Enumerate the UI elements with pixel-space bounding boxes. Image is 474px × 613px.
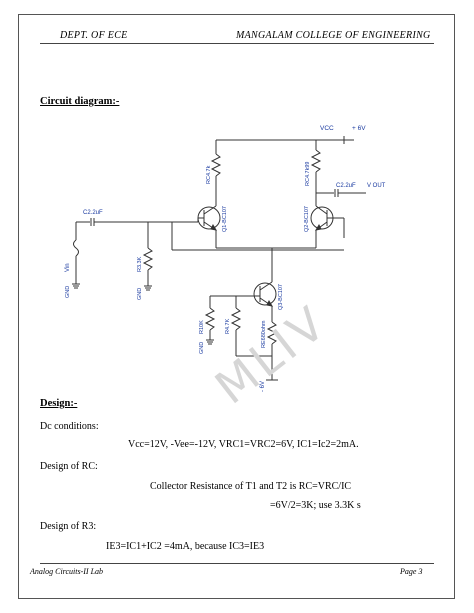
dc-conditions-values: Vcc=12V, -Vee=-12V, VRC1=VRC2=6V, IC1=Ic… [128, 439, 359, 450]
dc-conditions-label: Dc conditions: [40, 421, 99, 432]
vout-label: V OUT [367, 183, 386, 189]
vcc-value: + 6V [352, 125, 366, 132]
vin-source [73, 239, 79, 257]
rc-left-resistor [210, 153, 222, 177]
r-bias1-resistor [204, 307, 216, 331]
rc-design-line2: =6V/2=3K; use 3.3K s [270, 500, 361, 511]
cap-out-label: C2.2uF [336, 183, 356, 189]
gnd-label-vin: GND [65, 286, 71, 298]
footer-course: Analog Circuits-II Lab [30, 567, 104, 576]
r-bias1-label: R10K [199, 320, 205, 334]
r3-design-line1: IE3=IC1+IC2 =4mA, because IC3=IE3 [106, 541, 265, 552]
footer-page-number: Page 3 [400, 567, 423, 576]
header-college: MANGALAM COLLEGE OF ENGINEERING [236, 30, 431, 41]
footer-rule [40, 563, 434, 564]
r3-design-label: Design of R3: [40, 521, 97, 532]
cap-in-label: C2.2uF [83, 210, 103, 216]
vin-label: Vin [65, 263, 71, 272]
q2-label: Q2-BC107 [304, 206, 310, 232]
rc-right-resistor [310, 149, 322, 173]
gnd-label-bias: GND [199, 342, 205, 354]
rc-design-label: Design of RC: [40, 461, 98, 472]
q3-label: Q3-BC107 [278, 284, 284, 310]
header-rule [40, 43, 434, 44]
r-emitter-label: RE680ohm [261, 320, 267, 348]
rc-design-line1: Collector Resistance of T1 and T2 is RC=… [150, 481, 352, 492]
header-department: DEPT. OF ECE [60, 30, 128, 41]
rc-right-label: RC4.7k99 [305, 162, 311, 186]
r-input-resistor [142, 247, 154, 271]
design-heading: Design:- [40, 398, 78, 409]
rc-left-label: RC4.7k [206, 165, 212, 184]
r-input-label: R3.3K [137, 256, 143, 272]
q3-transistor [253, 282, 277, 306]
vee-label: - 6V [260, 381, 266, 392]
r-emitter-resistor [266, 321, 278, 345]
q1-label: Q1-BC107 [222, 206, 228, 232]
vcc-label: VCC [320, 125, 334, 132]
gnd-label-rin: GND [137, 288, 143, 300]
page-border [18, 14, 455, 599]
r-bias2-label: R4.7K [225, 318, 231, 334]
r-bias2-resistor [230, 307, 242, 331]
circuit-diagram-heading: Circuit diagram:- [40, 96, 120, 107]
